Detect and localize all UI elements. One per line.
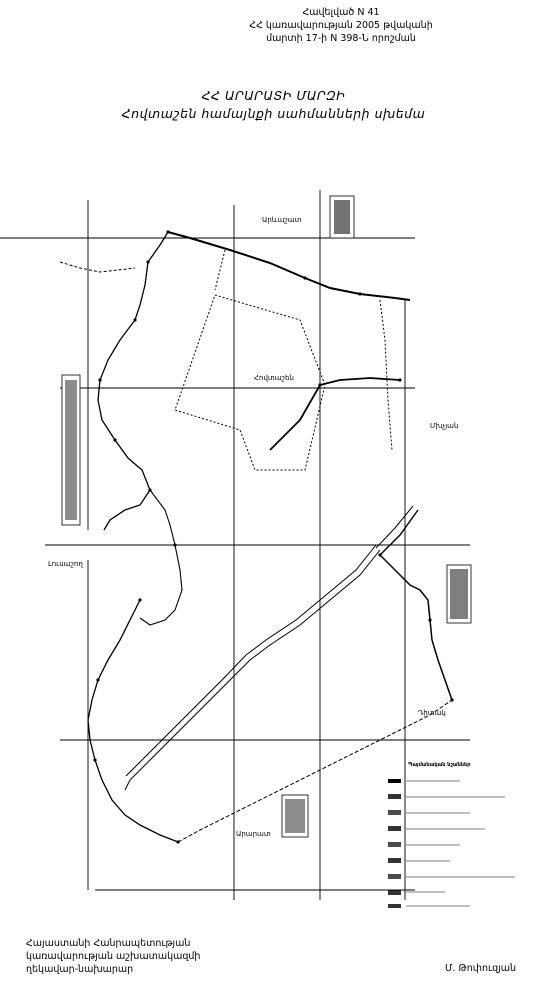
coordinate-table-east <box>446 564 472 624</box>
label-south-neighbour: Արարատ <box>236 830 271 838</box>
signatory-line-1: Հայաստանի Հանրապետության <box>26 938 191 949</box>
label-east-neighbour: Մխչյան <box>430 422 458 430</box>
appendix-line-3: մարտի 17-ի N 398-Ն որոշման <box>266 33 416 44</box>
community-scheme-title: Հովտաշեն համայնքի սահմանների սխեմա <box>121 106 426 121</box>
appendix-line-2: ՀՀ կառավարության 2005 թվականի <box>249 20 433 31</box>
label-north-neighbour: Արևաշատ <box>262 216 302 224</box>
coordinate-table-south <box>281 794 309 838</box>
signatory-line-2: կառավարության աշխատակազմի <box>26 951 201 962</box>
label-community-center: Հովտաշեն <box>254 374 294 382</box>
map-legend: Պայմանական նշաններ <box>388 762 515 908</box>
map-grid <box>0 190 470 900</box>
label-southeast-neighbour: Դիտակ <box>418 709 446 717</box>
appendix-header: Հավելված N 41 ՀՀ կառավարության 2005 թվակ… <box>211 6 471 45</box>
label-west-neighbour: Լուսաշող <box>48 560 83 568</box>
signatory-position: Հայաստանի Հանրապետության կառավարության ա… <box>26 937 200 976</box>
boundary-lines <box>59 231 453 843</box>
signatory-line-3: ղեկավար-նախարար <box>26 964 134 975</box>
signatory-name: Մ. Թոփուզյան <box>445 963 517 974</box>
region-title: ՀՀ ԱՐԱՐԱՏԻ ՄԱՐԶԻ <box>201 88 346 103</box>
coordinate-table-west <box>61 374 81 526</box>
appendix-line-1: Հավելված N 41 <box>302 7 380 18</box>
boundary-points <box>93 230 454 844</box>
legend-title: Պայմանական նշաններ <box>408 762 470 768</box>
coordinate-table-north <box>329 195 355 239</box>
